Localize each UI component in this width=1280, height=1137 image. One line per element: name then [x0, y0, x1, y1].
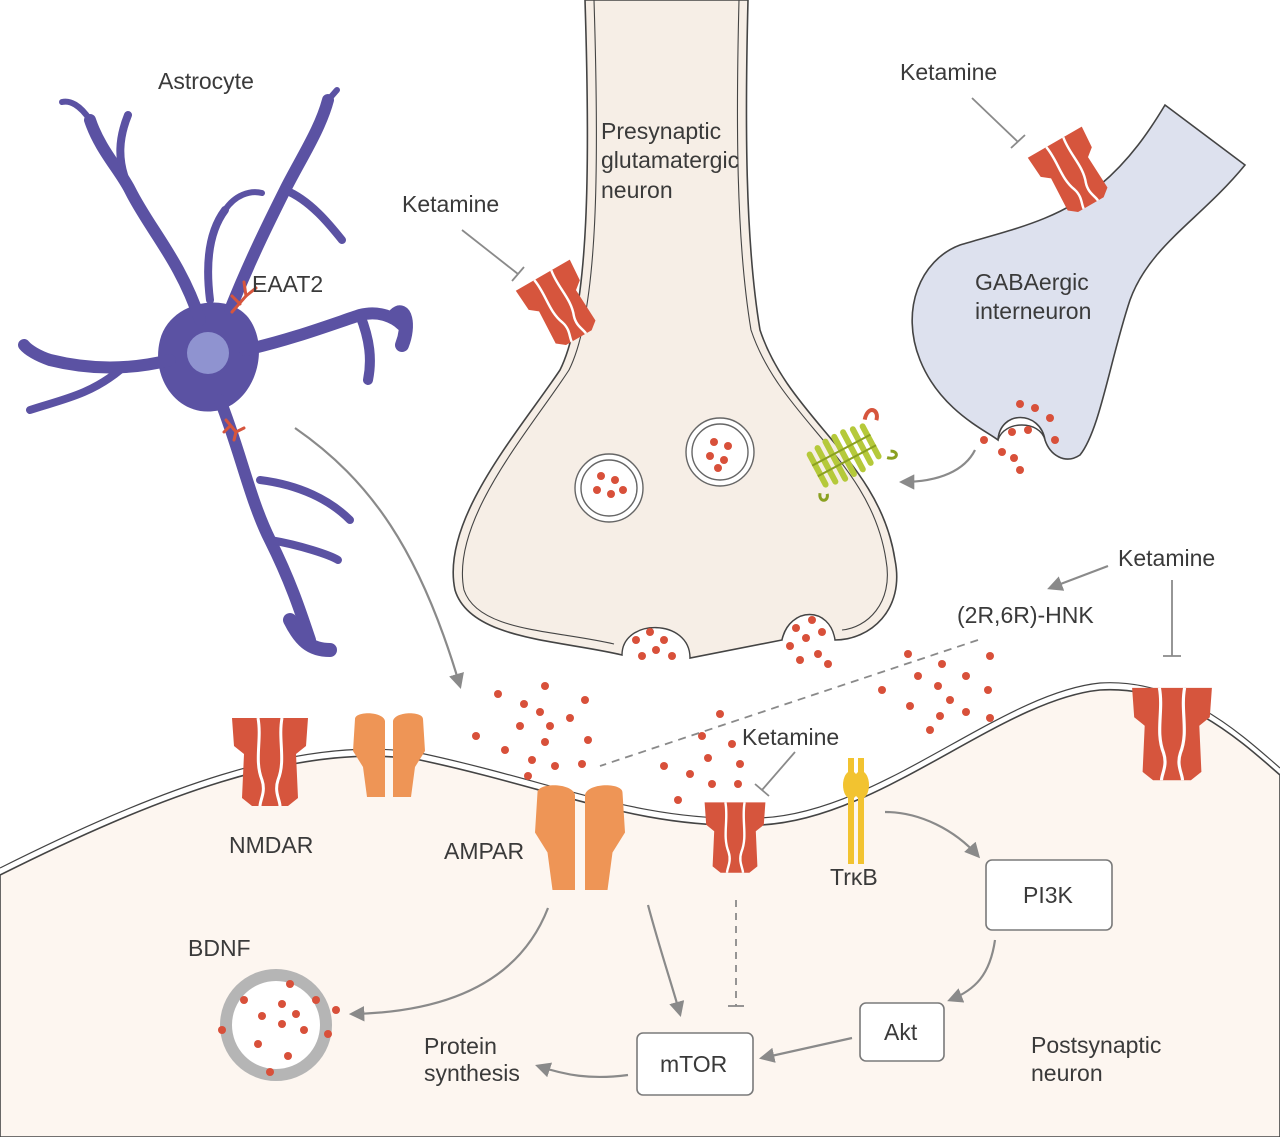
arrow-ampar-to-mtor — [646, 904, 685, 1017]
label-ketamine-right: Ketamine — [1118, 545, 1215, 571]
label-akt: Akt — [884, 1019, 918, 1045]
label-ketamine-gabaergic: Ketamine — [900, 59, 997, 85]
label-bdnf: BDNF — [188, 935, 251, 961]
ketamine-inhibition-presynaptic — [461, 229, 525, 282]
release-site-right — [781, 614, 836, 668]
label-ampar: AMPAR — [444, 838, 524, 864]
gaba-release — [980, 400, 1059, 474]
mtor-box — [636, 1032, 754, 1096]
nmdar-postsynaptic-left — [230, 716, 310, 808]
presynaptic-neuron-body — [452, 0, 898, 659]
pi3k-box — [985, 859, 1113, 931]
label-gabaergic-1: GABAergic — [975, 269, 1089, 295]
label-trkb: TrκB — [830, 864, 878, 890]
label-eaat2: EAAT2 — [252, 271, 323, 297]
label-presynaptic-1: Presynaptic — [601, 118, 721, 144]
label-protein-synthesis-1: Protein — [424, 1033, 497, 1059]
release-site-left — [621, 627, 691, 660]
label-presynaptic-2: glutamatergic — [601, 147, 739, 173]
label-ketamine-center: Ketamine — [742, 724, 839, 750]
label-mtor: mTOR — [660, 1051, 727, 1077]
arrow-trkb-to-pi3k — [884, 810, 981, 859]
label-protein-synthesis-2: synthesis — [424, 1060, 520, 1086]
glutamate-cleft-left — [472, 682, 592, 780]
arrow-astrocyte-to-cleft — [294, 427, 464, 689]
nmdar-to-mtor-inhibition — [728, 900, 744, 1007]
arrow-ampar-to-bdnf — [348, 907, 550, 1022]
synaptic-vesicle-left — [574, 453, 644, 523]
label-pi3k: PI3K — [1023, 882, 1074, 908]
label-ketamine-presynaptic: Ketamine — [402, 191, 499, 217]
ketamine-inhibition-gabaergic — [971, 97, 1026, 149]
ketamine-inhibition-center — [754, 751, 796, 797]
label-gabaergic-2: interneuron — [975, 298, 1091, 324]
hnk-dashed-path — [599, 639, 979, 767]
bdnf-vesicle — [218, 969, 340, 1081]
label-astrocyte: Astrocyte — [158, 68, 254, 94]
astrocyte-cell — [18, 87, 413, 657]
eaat2-transporter-upper — [230, 280, 258, 314]
akt-box — [859, 1002, 945, 1062]
label-presynaptic-3: neuron — [601, 177, 673, 203]
glutamate-cleft-right — [878, 650, 994, 734]
arrow-mtor-to-protein-synthesis — [535, 1062, 629, 1079]
arrow-ketamine-to-hnk — [1047, 564, 1109, 591]
ketamine-inhibition-right — [1163, 580, 1181, 657]
glutamate-cleft-center — [660, 710, 744, 804]
arrow-akt-to-mtor — [758, 1036, 853, 1063]
trkb-receptor — [843, 758, 869, 864]
eaat2-transporter-lower — [222, 418, 246, 442]
arrow-gaba-to-receptor — [898, 449, 976, 490]
arrow-pi3k-to-akt — [947, 939, 997, 1003]
label-postsynaptic-2: neuron — [1031, 1060, 1103, 1086]
gaba-receptor — [806, 408, 898, 502]
label-nmdar: NMDAR — [229, 832, 313, 858]
label-hnk: (2R,6R)-HNK — [957, 602, 1094, 628]
synaptic-vesicle-right — [685, 417, 755, 487]
label-postsynaptic-1: Postsynaptic — [1031, 1032, 1161, 1058]
